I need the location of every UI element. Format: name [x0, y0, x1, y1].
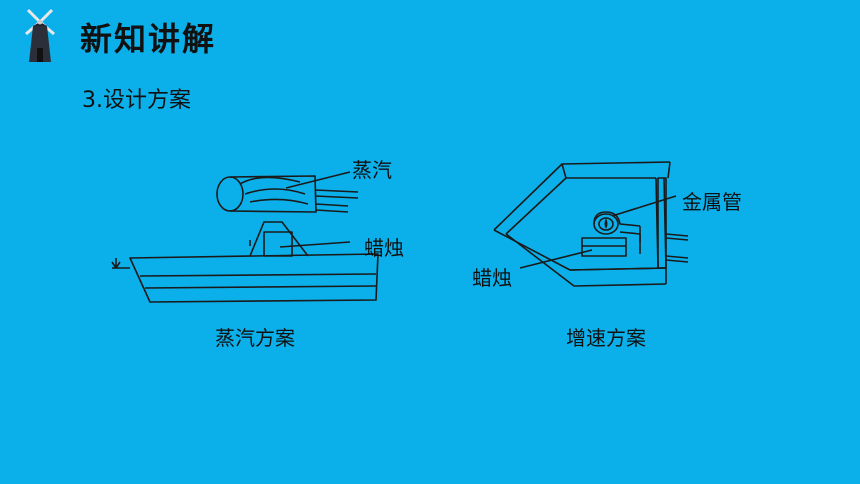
steam-scheme-figure: 蒸汽 蜡烛 — [100, 150, 404, 310]
page-title: 新知讲解 — [80, 20, 217, 58]
speed-scheme-caption: 增速方案 — [566, 326, 646, 350]
steam-scheme-sketch — [111, 171, 379, 303]
candle-label: 蜡烛 — [364, 236, 404, 260]
steam-label: 蒸汽 — [352, 158, 392, 182]
metal-tube-label: 金属管 — [682, 190, 742, 214]
candle-label: 蜡烛 — [472, 266, 512, 290]
steam-scheme-caption: 蒸汽方案 — [215, 326, 295, 350]
section-subtitle: 3.设计方案 — [82, 88, 191, 113]
windmill-icon — [22, 8, 58, 64]
speed-scheme-figure: 金属管 蜡烛 — [470, 150, 760, 310]
speed-scheme-sketch — [493, 161, 689, 287]
